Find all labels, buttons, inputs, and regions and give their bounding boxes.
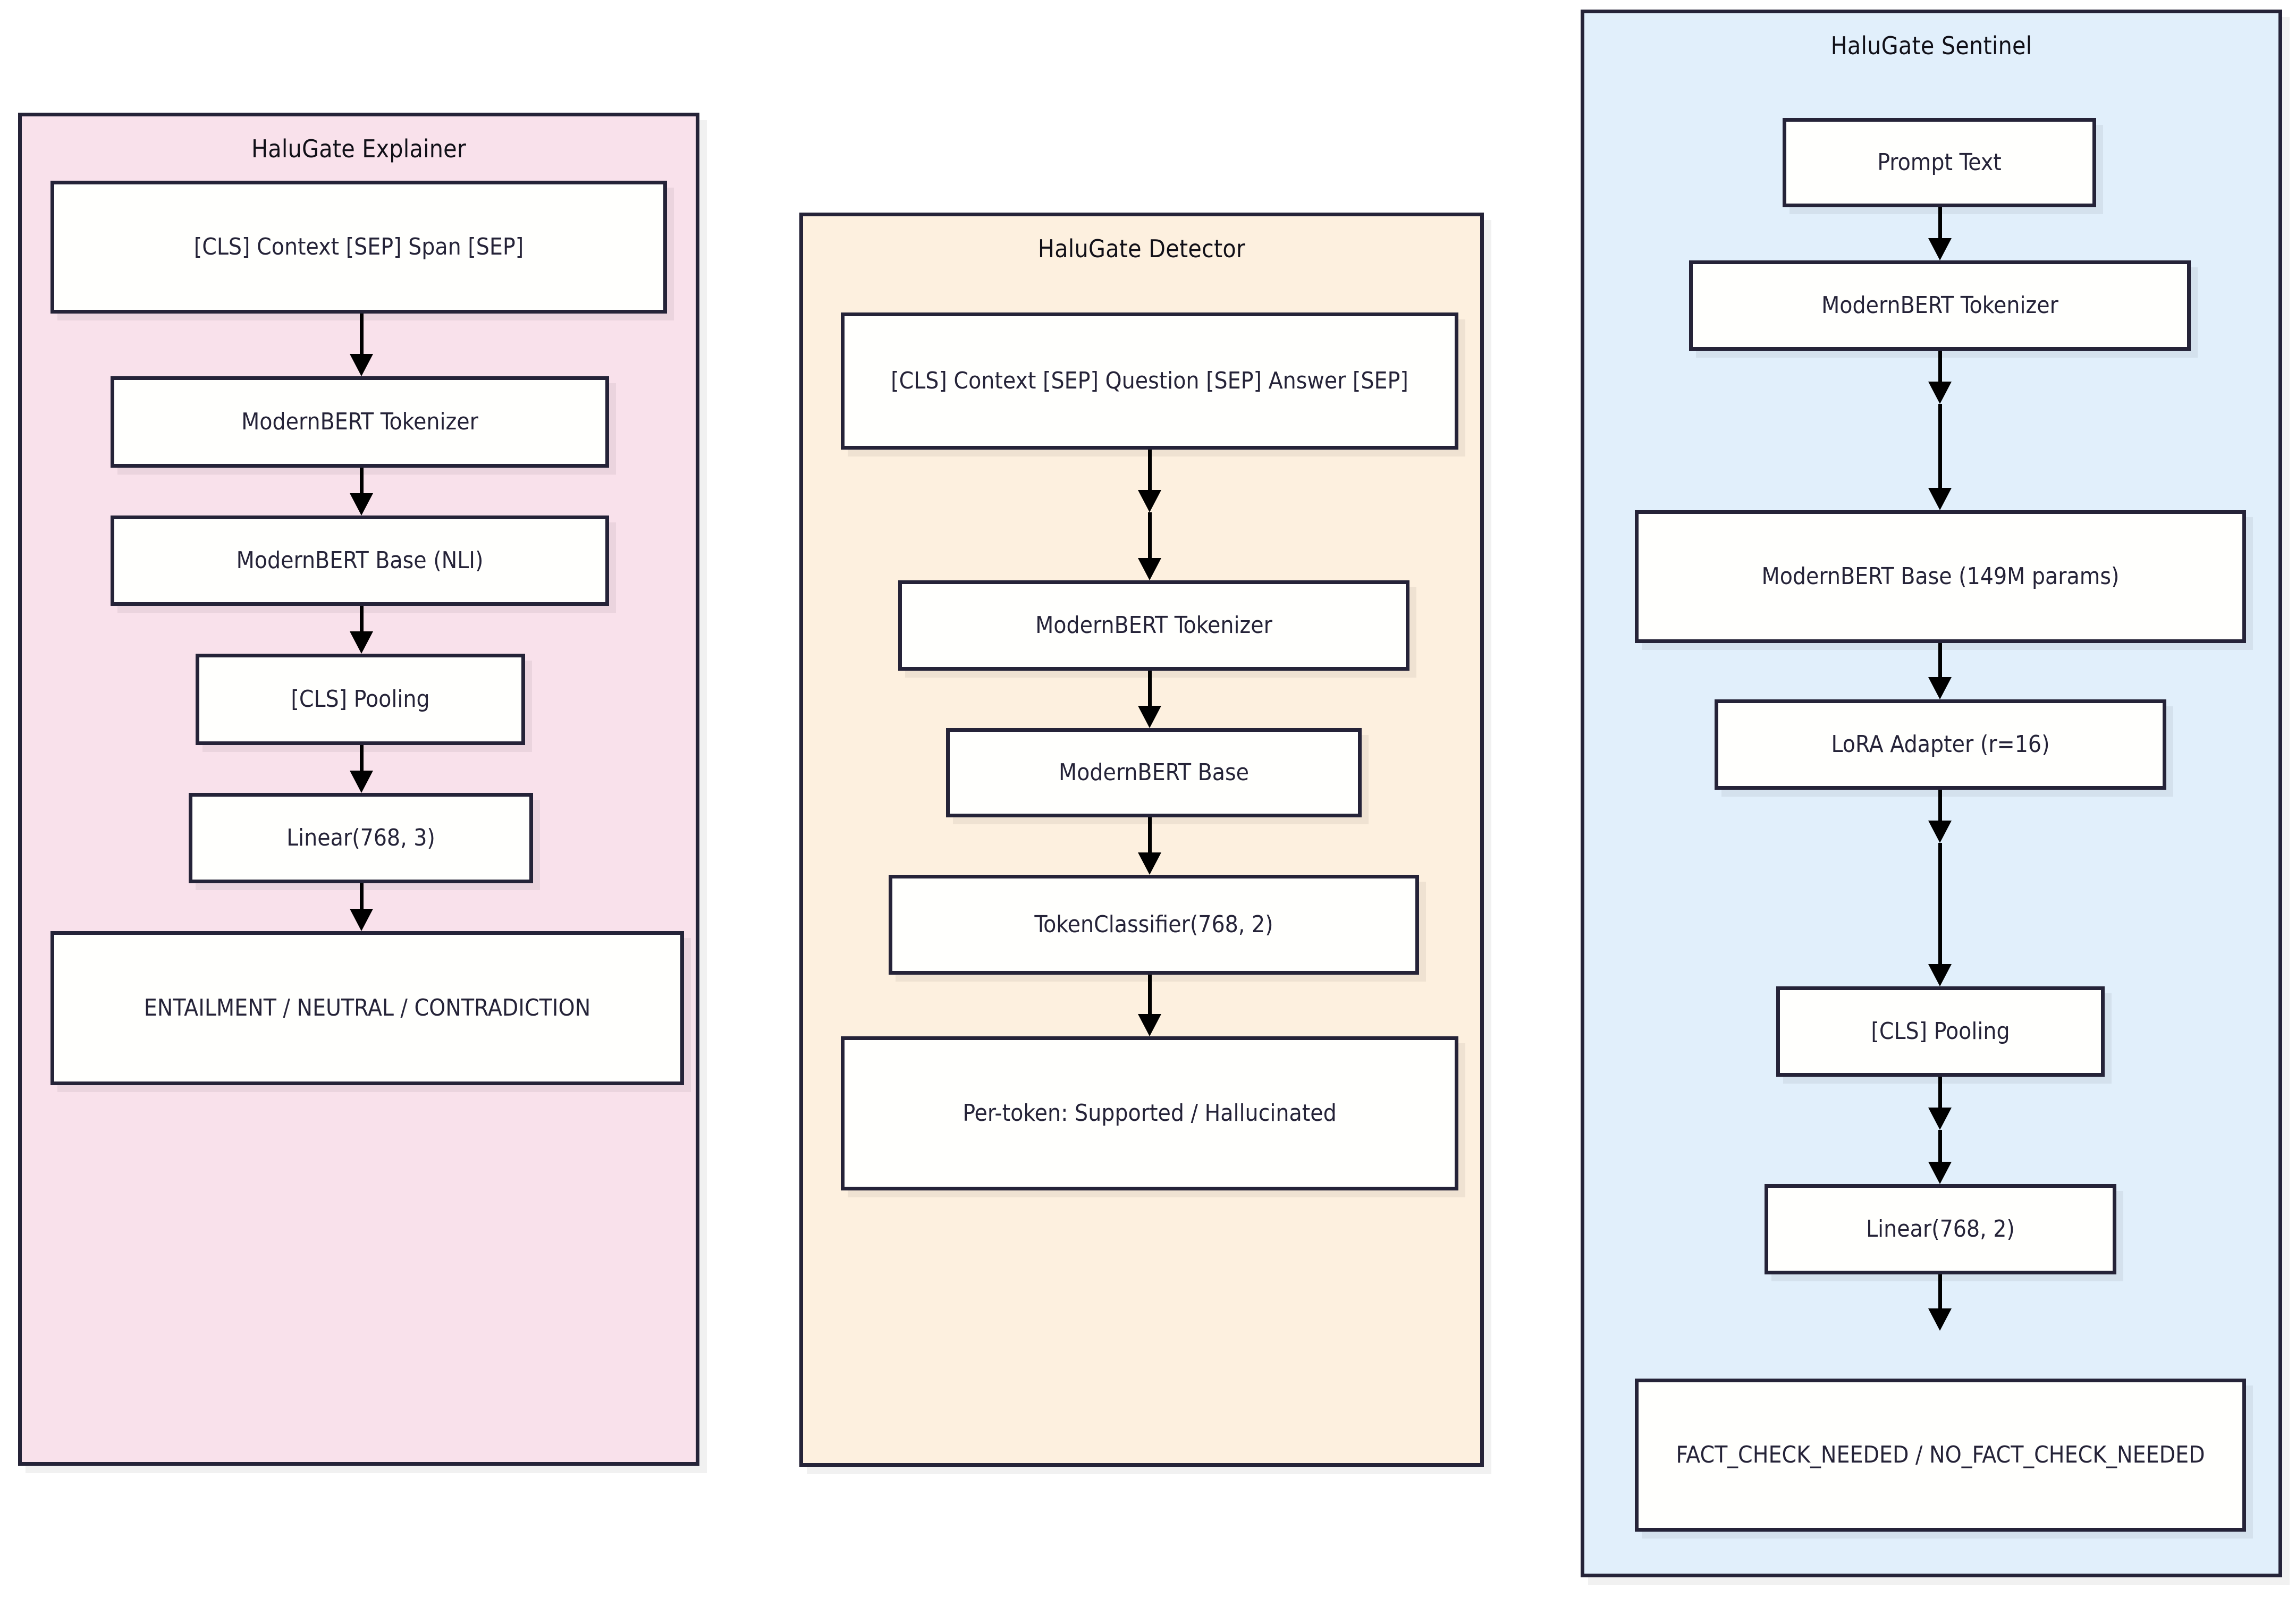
subgraph-title-explainer: HaluGate Explainer <box>251 134 467 163</box>
node-detector-tokenizer[interactable]: ModernBERT Tokenizer <box>898 580 1409 671</box>
node-explainer-input[interactable]: [CLS] Context [SEP] Span [SEP] <box>50 181 667 314</box>
node-detector-base[interactable]: ModernBERT Base <box>946 728 1362 817</box>
node-sentinel-base[interactable]: ModernBERT Base (149M params) <box>1635 510 2246 643</box>
node-detector-input[interactable]: [CLS] Context [SEP] Question [SEP] Answe… <box>841 312 1458 450</box>
node-explainer-linear[interactable]: Linear(768, 3) <box>189 793 533 883</box>
subgraph-title-sentinel: HaluGate Sentinel <box>1830 31 2032 60</box>
node-sentinel-tokenizer[interactable]: ModernBERT Tokenizer <box>1689 260 2191 351</box>
subgraph-title-detector: HaluGate Detector <box>1037 234 1246 263</box>
node-detector-tokenclassifier[interactable]: TokenClassifier(768, 2) <box>889 875 1419 975</box>
node-explainer-base[interactable]: ModernBERT Base (NLI) <box>111 516 609 606</box>
node-detector-output[interactable]: Per-token: Supported / Hallucinated <box>841 1036 1458 1190</box>
node-sentinel-pooling[interactable]: [CLS] Pooling <box>1776 986 2105 1077</box>
node-sentinel-output[interactable]: FACT_CHECK_NEEDED / NO_FACT_CHECK_NEEDED <box>1635 1379 2246 1532</box>
node-sentinel-prompt[interactable]: Prompt Text <box>1783 118 2096 207</box>
node-sentinel-lora[interactable]: LoRA Adapter (r=16) <box>1715 699 2166 790</box>
node-explainer-output[interactable]: ENTAILMENT / NEUTRAL / CONTRADICTION <box>50 931 684 1085</box>
node-sentinel-linear[interactable]: Linear(768, 2) <box>1765 1184 2116 1274</box>
node-explainer-tokenizer[interactable]: ModernBERT Tokenizer <box>111 376 609 468</box>
node-explainer-pooling[interactable]: [CLS] Pooling <box>196 654 525 745</box>
